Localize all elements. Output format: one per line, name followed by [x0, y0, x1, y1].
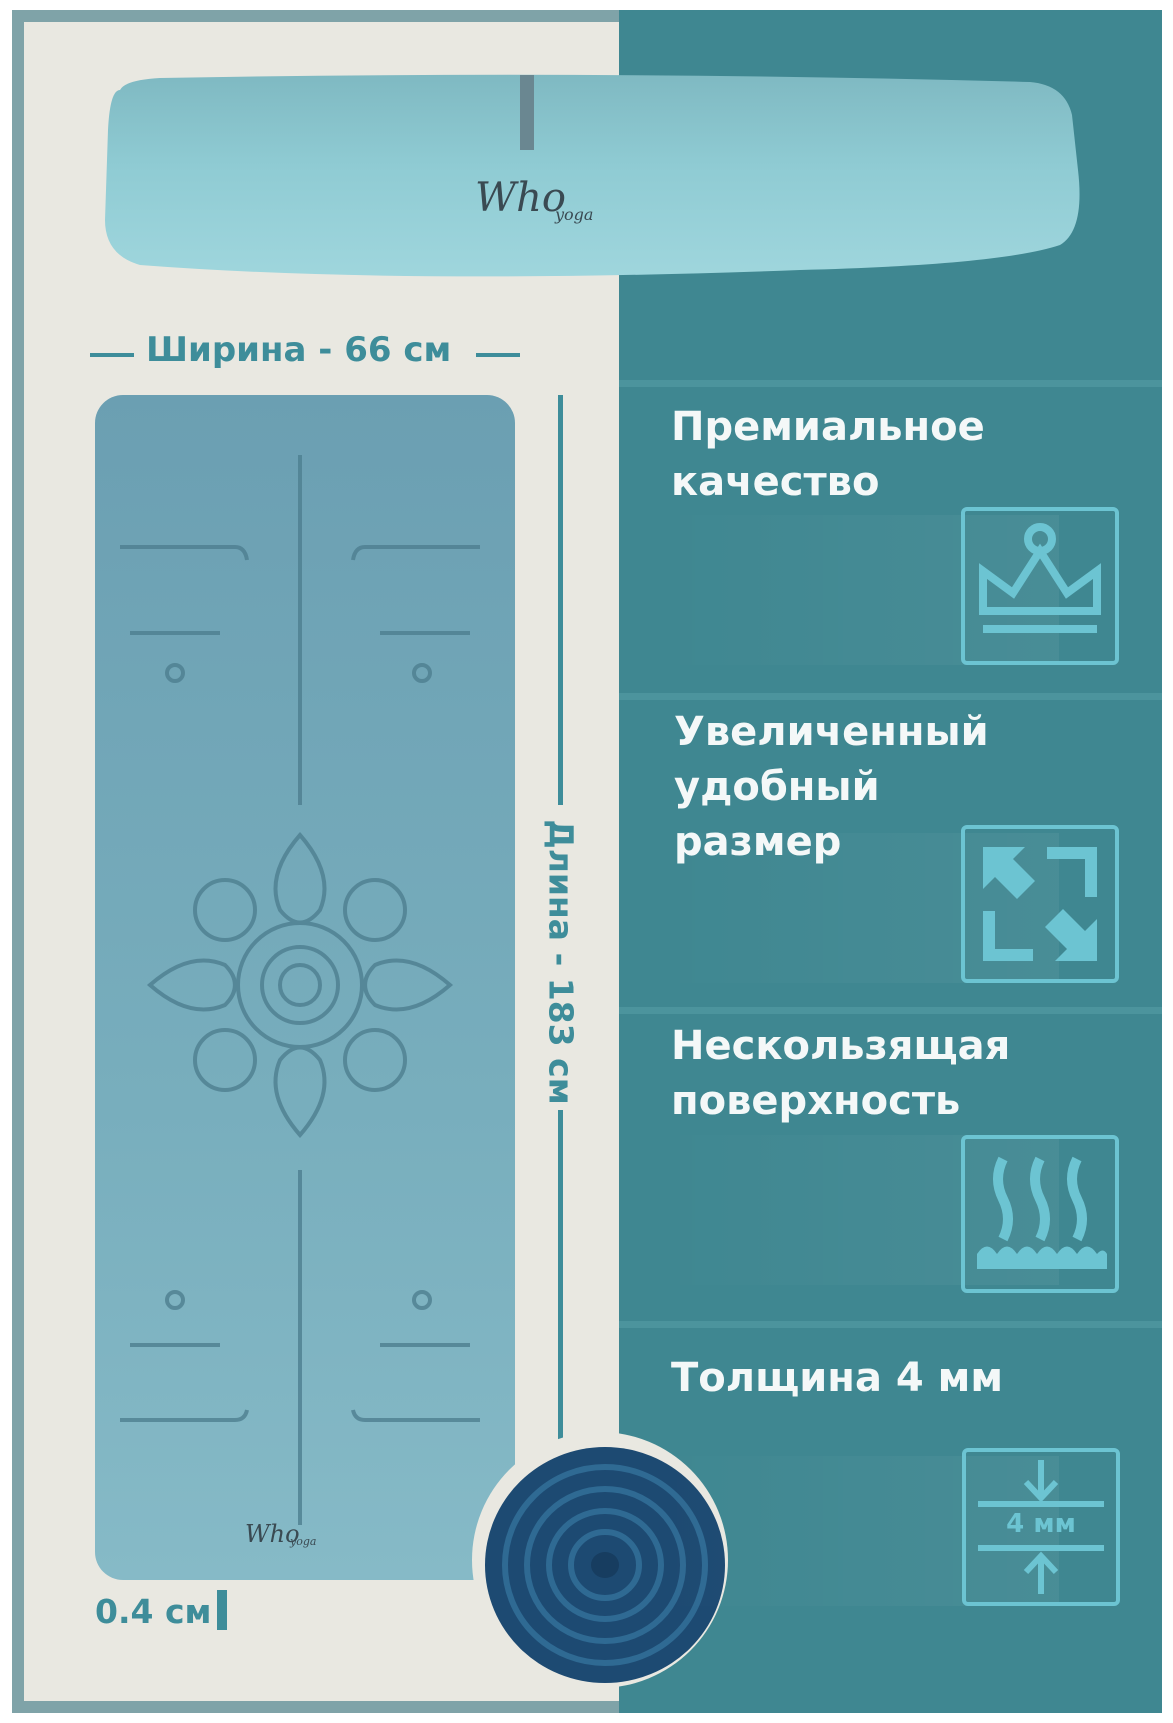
length-label: Длина - 183 см: [541, 819, 581, 1105]
length-line-bottom: [558, 1110, 563, 1510]
rolled-mat-end-image: [470, 1430, 730, 1690]
flat-mat-image: Who yoga: [95, 395, 515, 1629]
feature-title: Толщина 4 мм: [671, 1355, 1004, 1401]
non-slip-icon: [961, 1135, 1119, 1293]
feature-divider: [619, 380, 1162, 387]
rolled-mat-image: Who yoga: [100, 70, 1085, 285]
thickness-bar: [217, 1590, 227, 1630]
brand-logo-mat-sub: yoga: [290, 1535, 317, 1548]
width-label: Ширина - 66 см: [146, 330, 452, 370]
feature-enlarged-size: Увеличенный удобный размер: [619, 693, 1162, 1013]
brand-logo-top-sub: yoga: [555, 205, 594, 224]
feature-divider: [619, 1321, 1162, 1328]
thickness-icon-label: 4 мм: [1006, 1509, 1076, 1539]
feature-title: Увеличенный удобный размер: [674, 709, 989, 865]
feature-premium-quality: Премиальное качество: [619, 380, 1162, 700]
length-line-top: [558, 395, 563, 805]
feature-divider: [619, 693, 1162, 700]
expand-arrows-icon: [961, 825, 1119, 983]
feature-thickness: Толщина 4 мм 4 мм: [619, 1321, 1162, 1713]
crown-icon: [961, 507, 1119, 665]
brand-logo-top: Who: [475, 175, 566, 221]
feature-divider: [619, 1007, 1162, 1014]
feature-title: Нескользящая поверхность: [671, 1023, 1011, 1124]
feature-non-slip-surface: Нескользящая поверхность: [619, 1007, 1162, 1327]
right-panel: [619, 10, 1162, 1713]
thickness-icon: 4 мм: [962, 1448, 1120, 1606]
length-dimension: Длина - 183 см: [537, 812, 585, 1112]
thickness-label: 0.4 см: [95, 1592, 212, 1631]
brand-logo-mat: Who: [245, 1520, 300, 1548]
width-dimension: Ширина - 66 см: [90, 330, 520, 374]
feature-title: Премиальное качество: [671, 404, 985, 505]
